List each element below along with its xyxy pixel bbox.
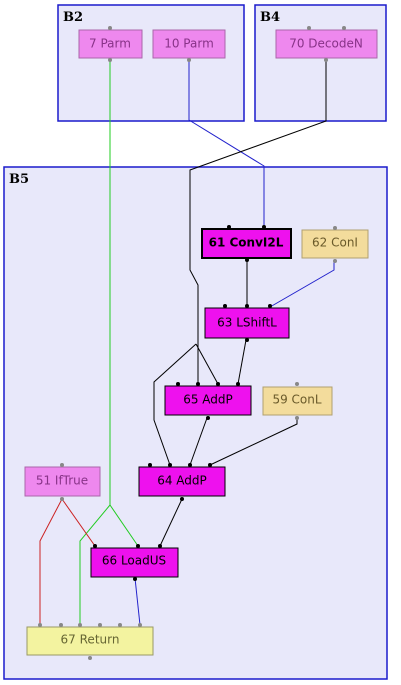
port-icon [108, 58, 112, 62]
node-7-box [78, 29, 143, 59]
edge-70-to-65-right [189, 60, 327, 384]
edge-70-to-64 [153, 343, 197, 466]
port-icon [342, 26, 346, 30]
edge-10-to-61 [188, 60, 265, 228]
port-icon [333, 226, 337, 230]
block-b2-title: B2 [63, 10, 83, 25]
edge-51-to-67 [39, 498, 63, 625]
node-7-parm[interactable]: 7 Parm [78, 26, 143, 62]
pin-icon [136, 544, 140, 548]
port-icon [59, 623, 63, 627]
node-67-return[interactable]: 67 Return [26, 623, 154, 660]
edge-70-to-65-left [195, 343, 219, 385]
node-61-label: 61 ConvI2L [209, 236, 284, 250]
pin-icon [180, 497, 184, 501]
edge-63-to-65 [237, 339, 247, 385]
port-icon [187, 58, 191, 62]
port-icon [324, 58, 328, 62]
pin-icon [176, 382, 180, 386]
node-64-box [138, 466, 226, 497]
node-67-box [26, 626, 154, 656]
block-b2: B2 [57, 4, 245, 122]
node-59-label: 59 ConL [272, 393, 321, 407]
pin-icon [262, 225, 266, 229]
node-61-box [201, 228, 292, 259]
port-icon [333, 259, 337, 263]
pin-icon [223, 304, 227, 308]
port-icon [108, 26, 112, 30]
node-63-label: 63 LShiftL [217, 316, 277, 330]
node-64-addp[interactable]: 64 AddP [138, 463, 226, 501]
node-64-label: 64 AddP [157, 474, 207, 488]
node-67-label: 67 Return [61, 633, 120, 647]
edge-66-to-67 [134, 577, 141, 626]
node-61-convi2l[interactable]: 61 ConvI2L [201, 225, 292, 262]
port-icon [118, 623, 122, 627]
node-10-parm[interactable]: 10 Parm [152, 29, 226, 62]
node-62-label: 62 ConI [312, 236, 358, 250]
pin-icon [196, 382, 200, 386]
pin-icon [133, 577, 137, 581]
port-icon [295, 382, 299, 386]
port-icon [307, 26, 311, 30]
pin-icon [158, 544, 162, 548]
pin-icon [148, 463, 152, 467]
port-icon [60, 463, 64, 467]
pin-icon [216, 382, 220, 386]
node-66-label: 66 LoadUS [102, 554, 166, 568]
pin-icon [168, 463, 172, 467]
edge-64-to-66 [159, 498, 183, 547]
pin-icon [227, 225, 231, 229]
port-icon [295, 416, 299, 420]
port-icon [78, 623, 82, 627]
node-66-box [90, 547, 179, 578]
node-70-decoden[interactable]: 70 DecodeN [275, 26, 378, 62]
node-63-lshiftl[interactable]: 63 LShiftL [204, 304, 290, 342]
pin-icon [93, 544, 97, 548]
edges [39, 60, 335, 626]
pin-icon [208, 463, 212, 467]
block-b4: B4 [254, 4, 387, 122]
pin-icon [236, 382, 240, 386]
edge-65-to-64 [189, 417, 208, 466]
nodes: 7 Parm 10 Parm 70 DecodeN 61 ConvI2L 62 … [24, 26, 378, 660]
node-59-box [262, 386, 333, 416]
port-icon [38, 623, 42, 627]
pin-icon [245, 304, 249, 308]
node-63-box [204, 307, 290, 339]
block-b5-title: B5 [9, 172, 29, 187]
pin-icon [188, 463, 192, 467]
edge-51-to-66 [61, 498, 96, 547]
node-10-label: 10 Parm [164, 37, 214, 51]
node-59-conl[interactable]: 59 ConL [262, 382, 333, 420]
node-65-label: 65 AddP [183, 393, 233, 407]
pin-icon [245, 258, 249, 262]
node-51-label: 51 IfTrue [36, 474, 88, 488]
edge-7-to-67 [79, 504, 111, 625]
port-icon [98, 623, 102, 627]
node-66-loadus[interactable]: 66 LoadUS [90, 544, 179, 581]
port-icon [60, 497, 64, 501]
node-70-label: 70 DecodeN [289, 37, 363, 51]
pin-icon [268, 304, 272, 308]
node-70-box [275, 29, 378, 59]
node-51-iftrue[interactable]: 51 IfTrue [24, 463, 101, 501]
edge-62-to-63 [269, 262, 335, 308]
node-65-addp[interactable]: 65 AddP [164, 382, 252, 420]
node-51-box [24, 466, 101, 497]
node-62-coni[interactable]: 62 ConI [301, 226, 369, 263]
pin-icon [206, 416, 210, 420]
node-7-label: 7 Parm [89, 37, 131, 51]
port-icon [138, 623, 142, 627]
block-b4-title: B4 [260, 10, 280, 25]
pin-icon [245, 338, 249, 342]
port-icon [88, 656, 92, 660]
node-65-box [164, 385, 252, 416]
